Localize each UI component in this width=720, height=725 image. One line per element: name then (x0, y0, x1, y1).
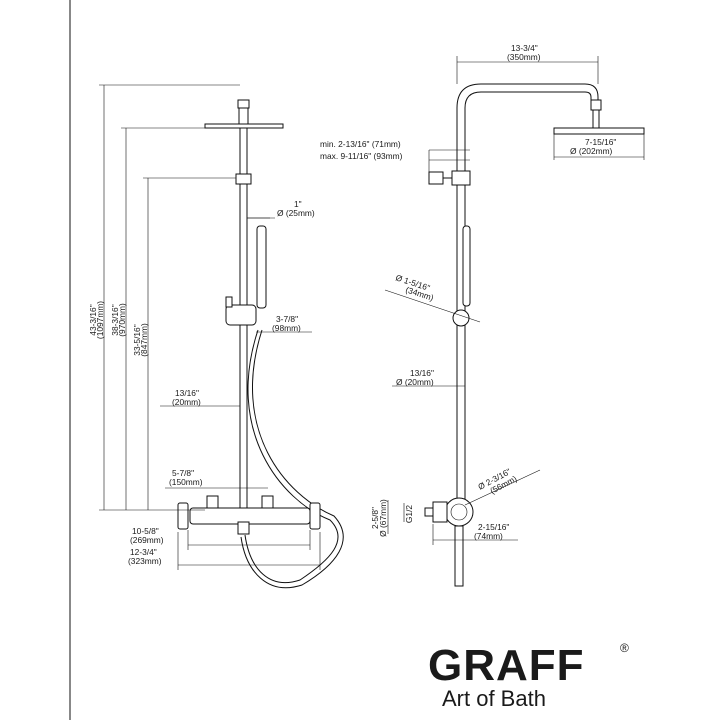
hand-shower-dia-mm: Ø (25mm) (277, 208, 315, 218)
brand-tagline: Art of Bath (442, 686, 546, 711)
head-dia-mm: Ø (202mm) (570, 146, 613, 156)
pipe-dia-in: 13/16" (410, 368, 434, 378)
front-hand-shower (256, 225, 267, 309)
side-mixer-body (444, 497, 474, 527)
pipe-dia-mm: Ø (20mm) (396, 377, 434, 387)
slider-depth-mm: (98mm) (272, 323, 301, 333)
flange-dia-mm: Ø (67mm) (378, 499, 388, 537)
slider-depth-in: 3-7/8" (276, 314, 298, 324)
inlet-centers-mm: (150mm) (169, 477, 203, 487)
brand-block: GRAFF ® Art of Bath (428, 641, 629, 711)
thread-label: G1/2 (404, 505, 414, 523)
height-head-in: 38-3/16" (110, 304, 120, 335)
side-shower-head (553, 127, 645, 135)
width-inner-mm: (269mm) (130, 535, 164, 545)
side-hand-shower (462, 225, 471, 307)
side-slider (452, 309, 470, 327)
side-arm (456, 83, 599, 510)
flange-dia-in: 2-5/8" (370, 507, 380, 529)
wall-max: max. 9-11/16" (93mm) (320, 151, 403, 161)
width-inner-in: 10-5/8" (132, 526, 159, 536)
head-dia-in: 7-15/16" (585, 137, 616, 147)
side-view: 13-3/4" (350mm) 7-15/16" Ø (202mm) min. … (320, 43, 645, 587)
body-projection-in: 2-15/16" (478, 522, 509, 532)
front-shower-head (204, 123, 284, 129)
inlet-centers-in: 5-7/8" (172, 468, 194, 478)
height-clamp-in: 33-5/16" (132, 324, 142, 355)
wall-min: min. 2-13/16" (71mm) (320, 139, 401, 149)
front-view: 43-3/16" (1097mm) 38-3/16" (970mm) 33-5/… (88, 84, 344, 589)
front-mixer-bar (189, 507, 311, 525)
arm-reach-in: 13-3/4" (511, 43, 538, 53)
width-outer-in: 12-3/4" (130, 547, 157, 557)
front-hose (244, 329, 339, 584)
pipe-offset-mm: (20mm) (172, 397, 201, 407)
brand-logo: GRAFF (428, 641, 585, 690)
height-head-mm: (970mm) (117, 303, 127, 337)
front-slider (225, 304, 257, 326)
body-projection-mm: (74mm) (474, 531, 503, 541)
hand-shower-dia-in: 1" (294, 199, 302, 209)
pipe-offset-in: 13/16" (175, 388, 199, 398)
height-total-in: 43-3/16" (88, 304, 98, 335)
height-total-mm: (1097mm) (95, 301, 105, 339)
width-outer-mm: (323mm) (128, 556, 162, 566)
brand-registered: ® (620, 641, 629, 655)
arm-reach-mm: (350mm) (507, 52, 541, 62)
height-clamp-mm: (847mm) (139, 323, 149, 357)
